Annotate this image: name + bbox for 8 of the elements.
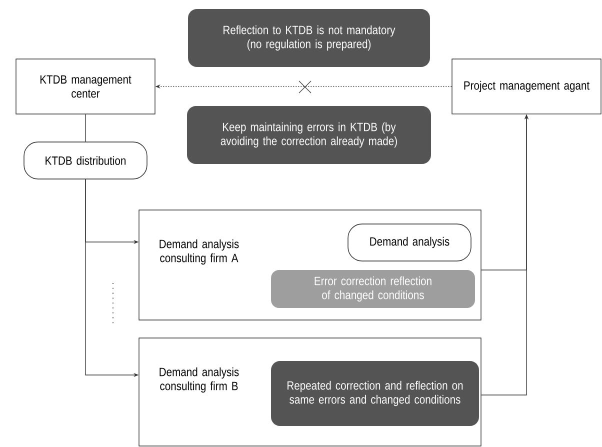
- note-box: Error correction reflection of changed conditions: [271, 270, 475, 308]
- rounded-box: Demand analysis: [348, 224, 472, 262]
- rounded-box: KTDB distribution: [24, 142, 148, 180]
- note-box: Reflection to KTDB is not mandatory (no regulation is prepared): [188, 9, 430, 67]
- note-box: Keep maintaining errors in KTDB (by avoiding the correction already made): [187, 106, 431, 164]
- process-box: KTDB management center: [16, 58, 156, 114]
- process-box: Project management agant: [452, 58, 602, 114]
- note-box: Repeated correction and reflection on same errors and changed conditions: [271, 361, 479, 426]
